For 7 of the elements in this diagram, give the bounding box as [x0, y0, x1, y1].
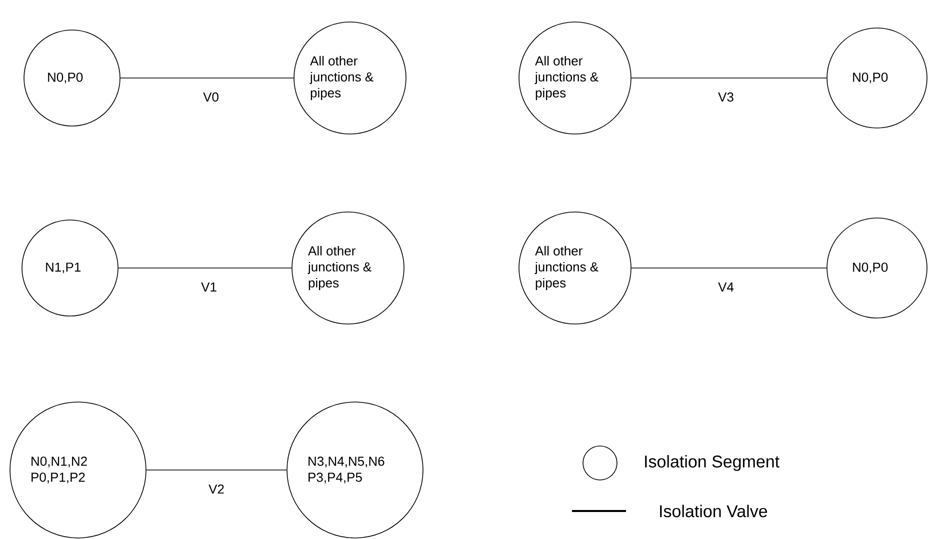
legend-text: Isolation Valve	[660, 504, 768, 518]
edge-label: V3	[718, 92, 734, 102]
edge-label: V2	[208, 484, 224, 494]
edge-label: V4	[718, 282, 734, 292]
legend-text: Isolation Segment	[645, 455, 780, 471]
edge-label: V0	[203, 92, 218, 102]
edge-label: V1	[201, 282, 216, 292]
